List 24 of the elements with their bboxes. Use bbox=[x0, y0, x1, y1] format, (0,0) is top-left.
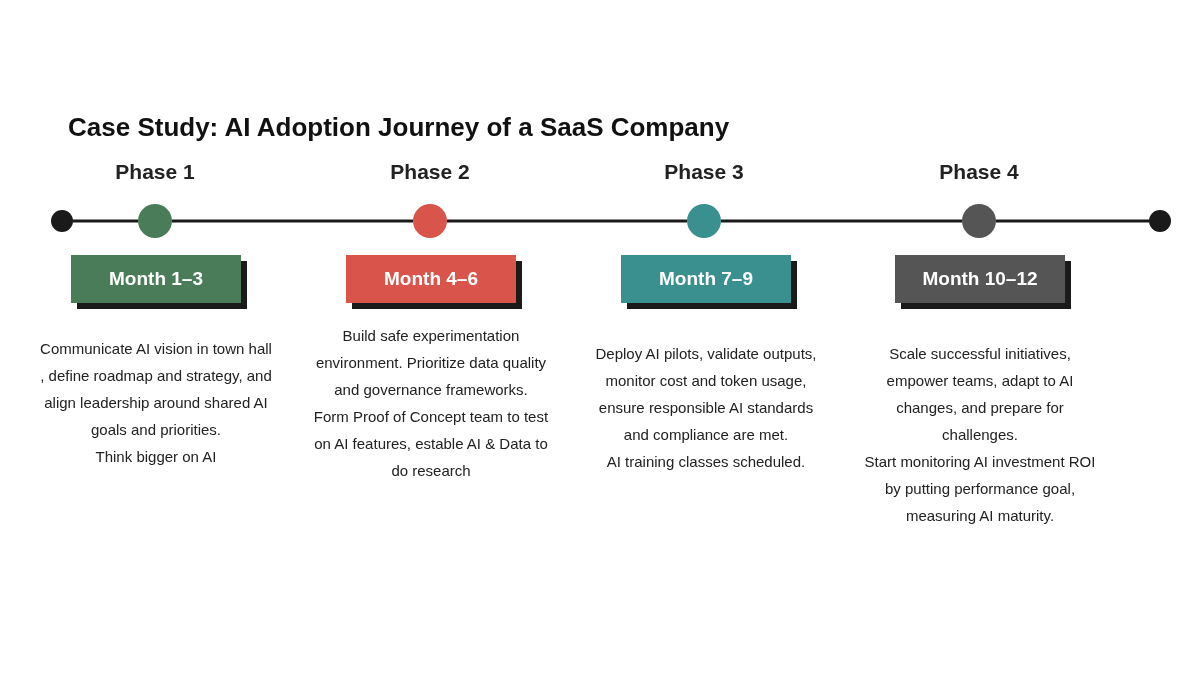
description-paragraph: Build safe experimentation environment. Prioritize data quality and governance frameworks. bbox=[314, 326, 548, 400]
timeline-line bbox=[996, 219, 1149, 223]
timeline-line bbox=[172, 219, 413, 223]
phase-heading: Phase 4 bbox=[938, 160, 1020, 184]
title: Case Study: AI Adoption Journey of a SaaS Company bbox=[68, 112, 730, 143]
phase-heading: Phase 3 bbox=[663, 160, 745, 184]
description-paragraph: Scale successful initiatives, empower teams, adapt to AI changes, and prepare for challenges. bbox=[885, 344, 1075, 445]
milestone-dot bbox=[138, 204, 172, 238]
milestone-dot bbox=[413, 204, 447, 238]
timeline-line bbox=[447, 219, 687, 223]
timeline-line bbox=[721, 219, 962, 223]
description-paragraph: AI training classes scheduled. bbox=[605, 452, 807, 472]
phase-heading: Phase 2 bbox=[389, 160, 471, 184]
timeline-line bbox=[73, 219, 138, 223]
description-paragraph: Think bigger on AI bbox=[94, 447, 218, 467]
description-paragraph: Communicate AI vision in town hall , define roadmap and strategy, and align leadership around shared AI goals and priorities. bbox=[39, 339, 273, 440]
timeline-end-dot bbox=[51, 210, 73, 232]
milestone-dot bbox=[962, 204, 996, 238]
description-paragraph: Deploy AI pilots, validate outputs, monitor cost and token usage, ensure responsible AI standards and compliance are met. bbox=[594, 344, 818, 445]
description-paragraph: Form Proof of Concept team to test on AI features, estable AI & Data to do research bbox=[312, 407, 550, 481]
timeline-end-dot bbox=[1149, 210, 1171, 232]
phase-heading: Phase 1 bbox=[114, 160, 196, 184]
description-paragraph: Start monitoring AI investment ROI by putting performance goal, measuring AI maturity. bbox=[863, 452, 1097, 526]
milestone-dot bbox=[687, 204, 721, 238]
